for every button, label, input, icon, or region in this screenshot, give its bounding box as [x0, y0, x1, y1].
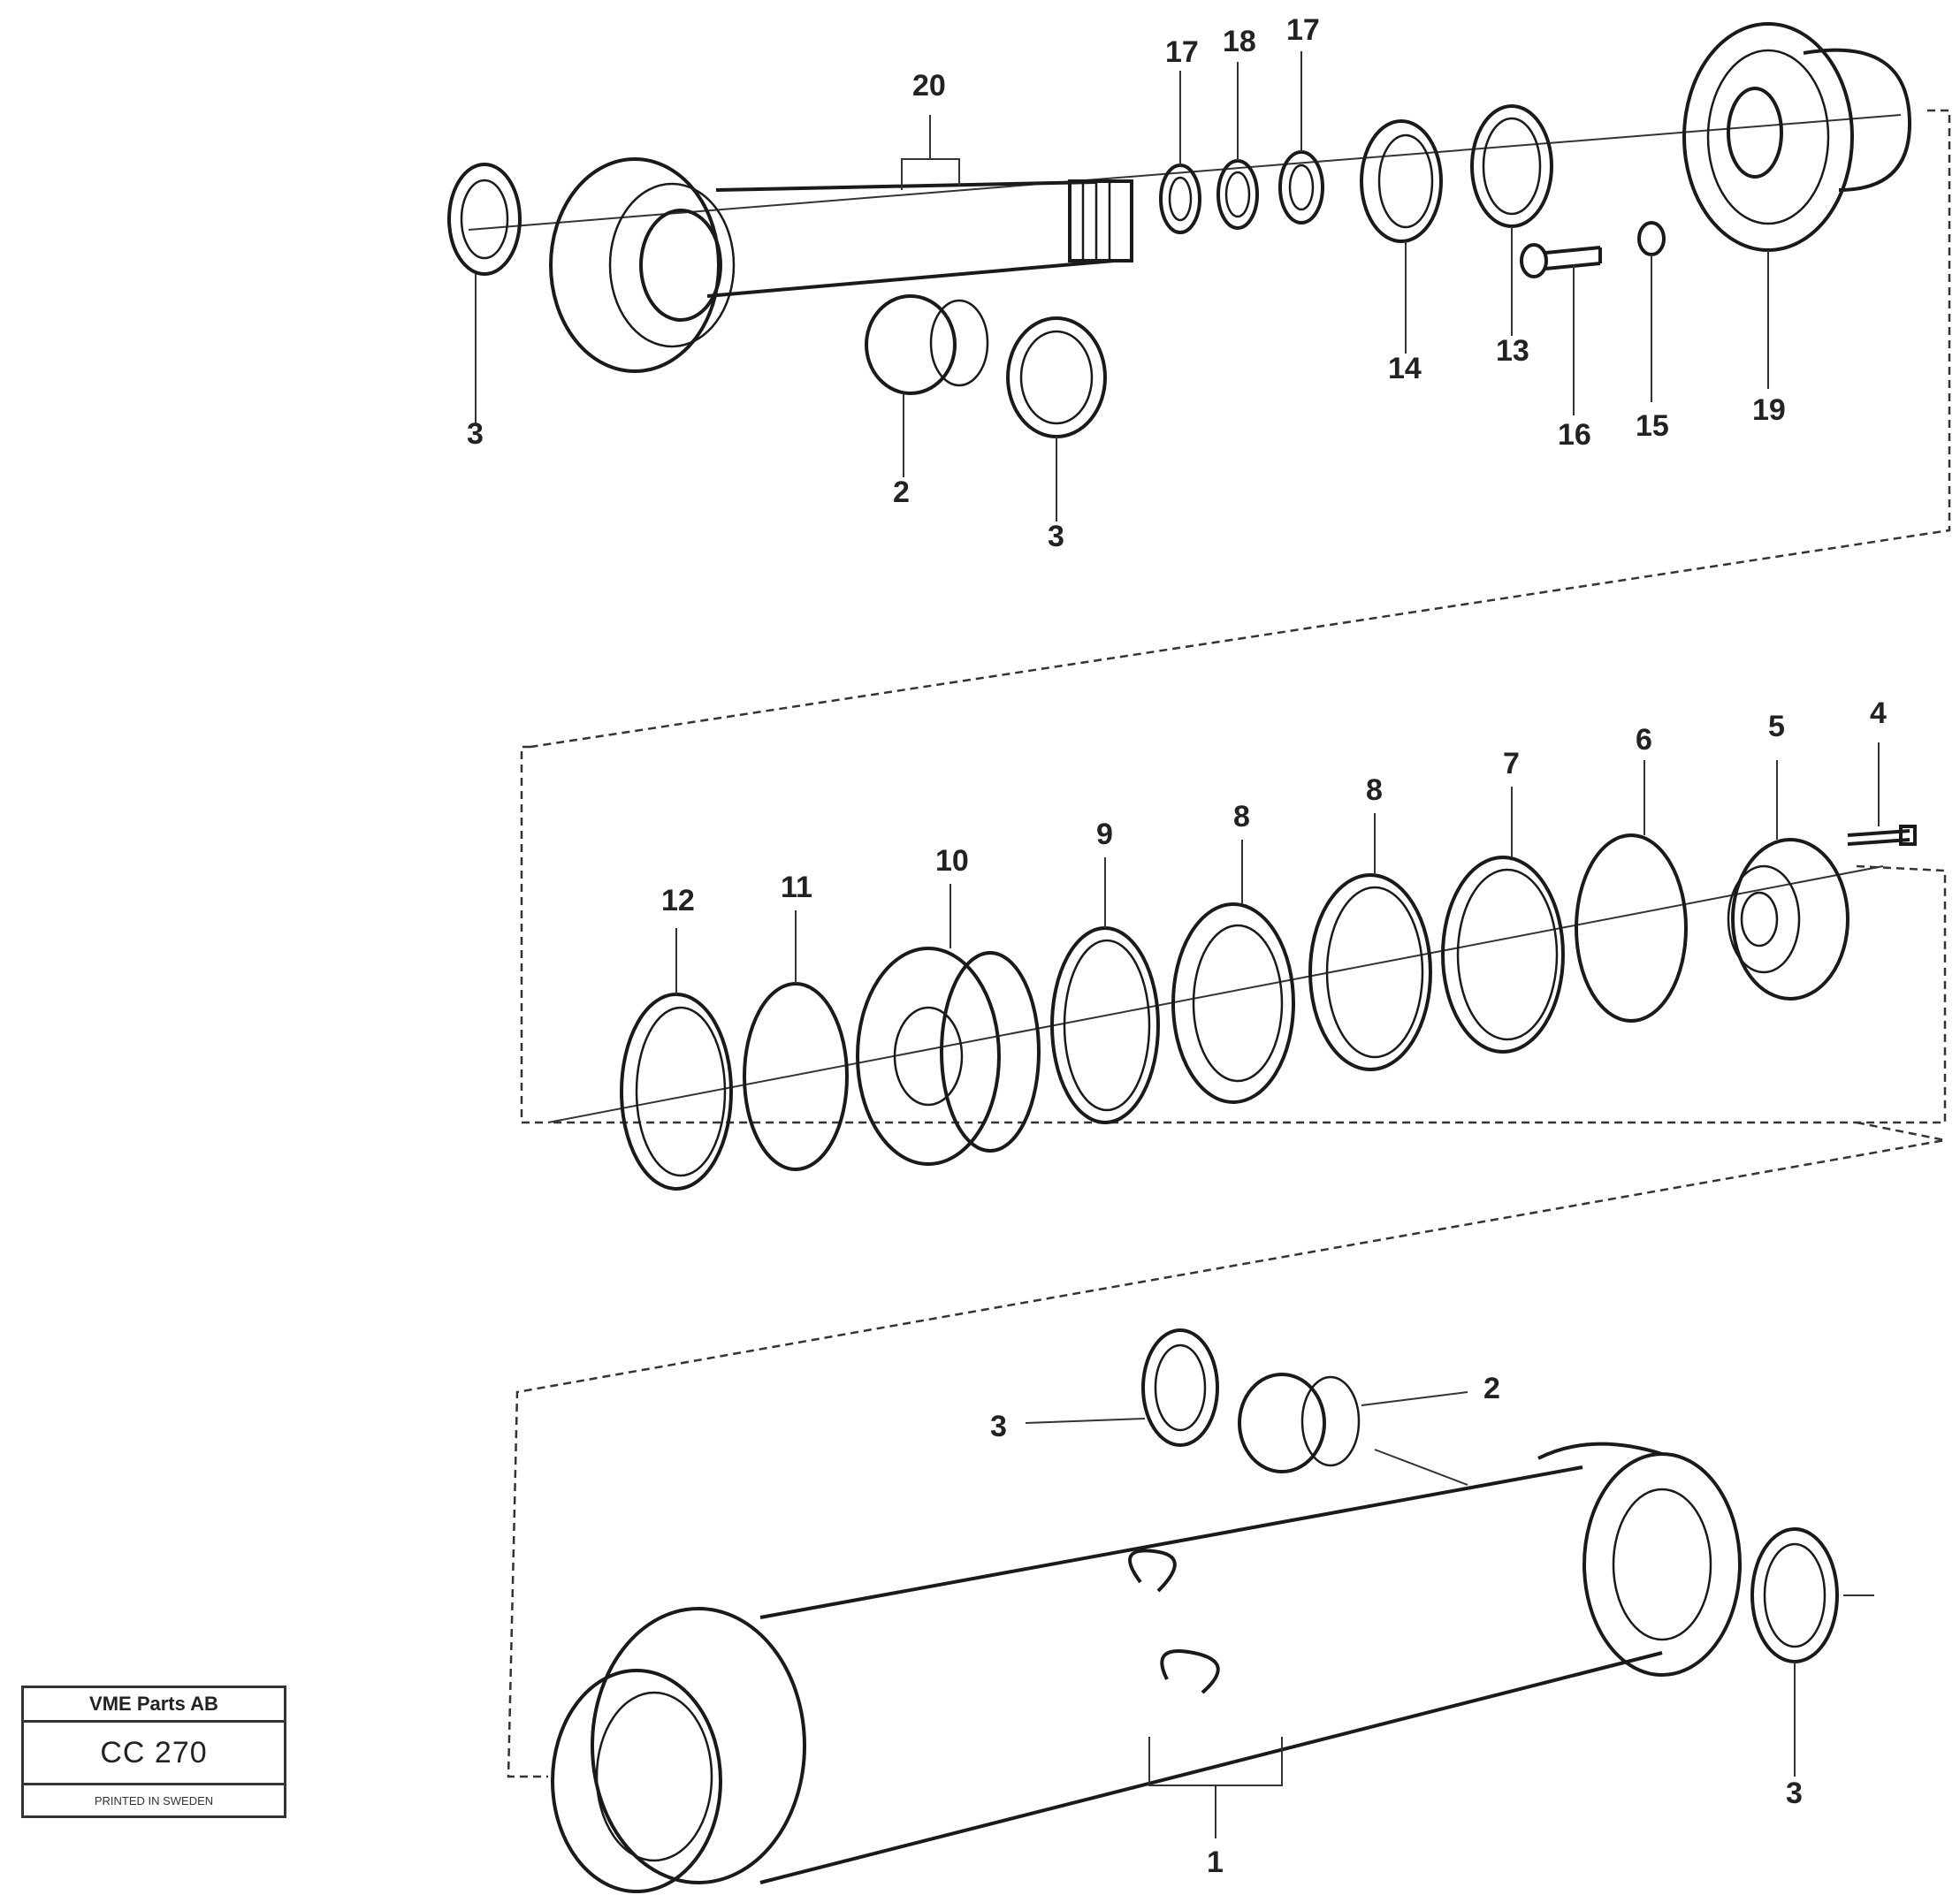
callout-2: 2 — [893, 476, 910, 509]
callout-12: 12 — [661, 884, 695, 917]
callout-3: 3 — [1048, 520, 1064, 553]
stamp-code: CC 270 — [24, 1723, 284, 1785]
callout-10: 10 — [935, 844, 969, 878]
part-2-bushing-top — [865, 294, 989, 395]
rod-eye — [549, 157, 736, 373]
part-11-ring — [743, 982, 849, 1171]
part-9-ring — [1050, 926, 1160, 1124]
title-stamp: VME Parts AB CC 270 PRINTED IN SWEDEN — [21, 1686, 286, 1818]
callout-17: 17 — [1165, 35, 1199, 69]
callout-11: 11 — [781, 871, 812, 904]
callout-3: 3 — [467, 417, 484, 451]
part-10-piston — [856, 947, 1041, 1166]
callout-8: 8 — [1233, 800, 1250, 833]
piston-rod — [706, 179, 1133, 298]
callout-16: 16 — [1558, 418, 1591, 452]
callout-6: 6 — [1636, 723, 1652, 757]
part-16-screw — [1520, 243, 1602, 278]
part-4-pin — [1847, 825, 1917, 846]
callout-14: 14 — [1388, 352, 1422, 385]
callout-1: 1 — [1207, 1846, 1224, 1879]
callout-3: 3 — [990, 1410, 1007, 1443]
stamp-company: VME Parts AB — [24, 1688, 284, 1723]
callout-7: 7 — [1503, 747, 1520, 780]
part-14-seal — [1360, 119, 1443, 243]
callout-labels: 3 2 3 20 17 18 17 14 13 16 15 19 12 11 1… — [467, 13, 1887, 1879]
cylinder-tube-group — [507, 1121, 1946, 1893]
stamp-footer: PRINTED IN SWEDEN — [94, 1794, 214, 1807]
callout-4: 4 — [1870, 696, 1887, 730]
part-2-bushing-bottom — [1238, 1373, 1361, 1473]
callout-18: 18 — [1223, 25, 1256, 58]
piston-rod-group — [447, 22, 1951, 749]
part-19-cylinder-head — [1682, 22, 1912, 252]
callout-13: 13 — [1496, 334, 1529, 368]
part-3-ring-top-center — [1006, 316, 1107, 438]
part-13-seal-top — [1470, 104, 1553, 228]
callout-19: 19 — [1752, 393, 1786, 427]
part-3-ring-bottom-right — [1750, 1527, 1839, 1663]
part-3-bearing-ring-top-left — [447, 163, 522, 276]
callout-20: 20 — [912, 69, 946, 103]
part-8-guide-ring-left — [1171, 902, 1295, 1104]
callout-5: 5 — [1768, 710, 1785, 743]
part-6-o-ring — [1575, 833, 1688, 1023]
part-3-ring-bottom-left — [1141, 1328, 1219, 1447]
part-8-guide-ring-right — [1308, 873, 1432, 1071]
callout-3: 3 — [1786, 1777, 1803, 1810]
callout-8: 8 — [1366, 773, 1383, 807]
part-12-seal — [620, 993, 733, 1191]
part-5-piston-nut — [1727, 838, 1849, 1001]
part-15-washer — [1637, 221, 1666, 256]
callout-2: 2 — [1483, 1372, 1500, 1405]
piston-seals-group — [520, 742, 1947, 1191]
part-17-ring-left — [1159, 164, 1201, 234]
part-18-ring — [1216, 159, 1259, 230]
callout-15: 15 — [1636, 409, 1669, 443]
part-1-cylinder-tube — [551, 1442, 1742, 1893]
part-7-seal — [1441, 856, 1565, 1054]
callout-17: 17 — [1286, 13, 1320, 47]
callout-9: 9 — [1096, 818, 1113, 851]
